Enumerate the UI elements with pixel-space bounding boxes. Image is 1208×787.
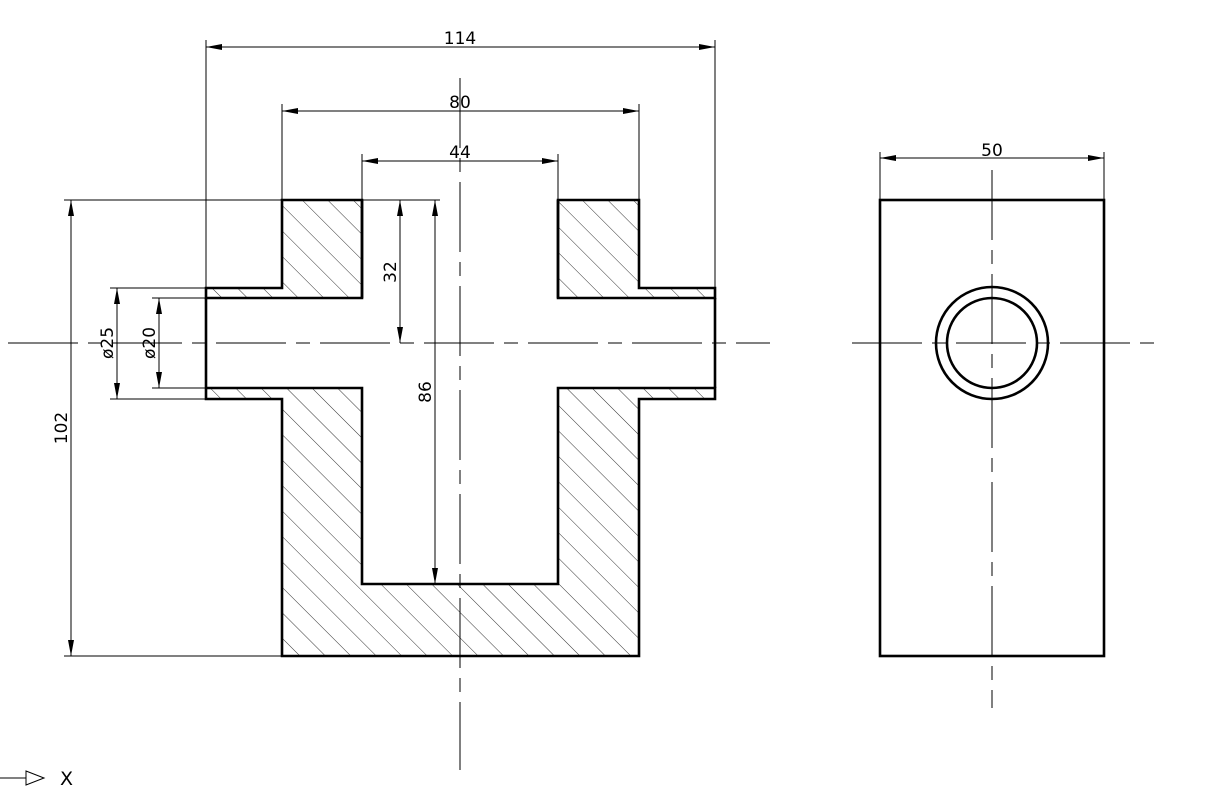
dimension-86-label: 86 (416, 381, 436, 403)
hatch-left-upper (206, 200, 362, 298)
hatch-left-lower (206, 388, 715, 656)
dimension-dia-25: ø25 (98, 287, 206, 400)
dimension-32: 32 (362, 199, 440, 343)
dimension-44: 44 (361, 143, 559, 200)
dimension-32-label: 32 (381, 261, 401, 283)
hatch-right-upper (558, 200, 715, 298)
dimension-102-label: 102 (52, 412, 72, 444)
body-outline-lower (204, 386, 717, 658)
dimension-114-label: 114 (444, 29, 476, 49)
ucs-x-label: X (60, 768, 73, 787)
dimension-50-label: 50 (981, 141, 1003, 161)
dimension-44-label: 44 (449, 143, 471, 163)
dimension-114: 114 (205, 29, 716, 288)
dimension-dia-20: ø20 (140, 297, 206, 389)
section-hatching (206, 200, 715, 656)
dimension-80-label: 80 (449, 93, 471, 113)
dimension-102: 102 (52, 199, 282, 657)
ucs-x-arrow-icon (25, 770, 46, 786)
ucs-icon: X (0, 768, 73, 787)
dimension-dia-25-label: ø25 (98, 327, 118, 359)
dimension-50: 50 (879, 141, 1105, 200)
dimension-dia-20-label: ø20 (140, 327, 160, 359)
side-view: 50 (852, 141, 1160, 708)
dimension-86: 86 (416, 200, 438, 584)
front-view: 114 80 44 32 (8, 29, 770, 770)
dimension-80: 80 (281, 93, 640, 200)
